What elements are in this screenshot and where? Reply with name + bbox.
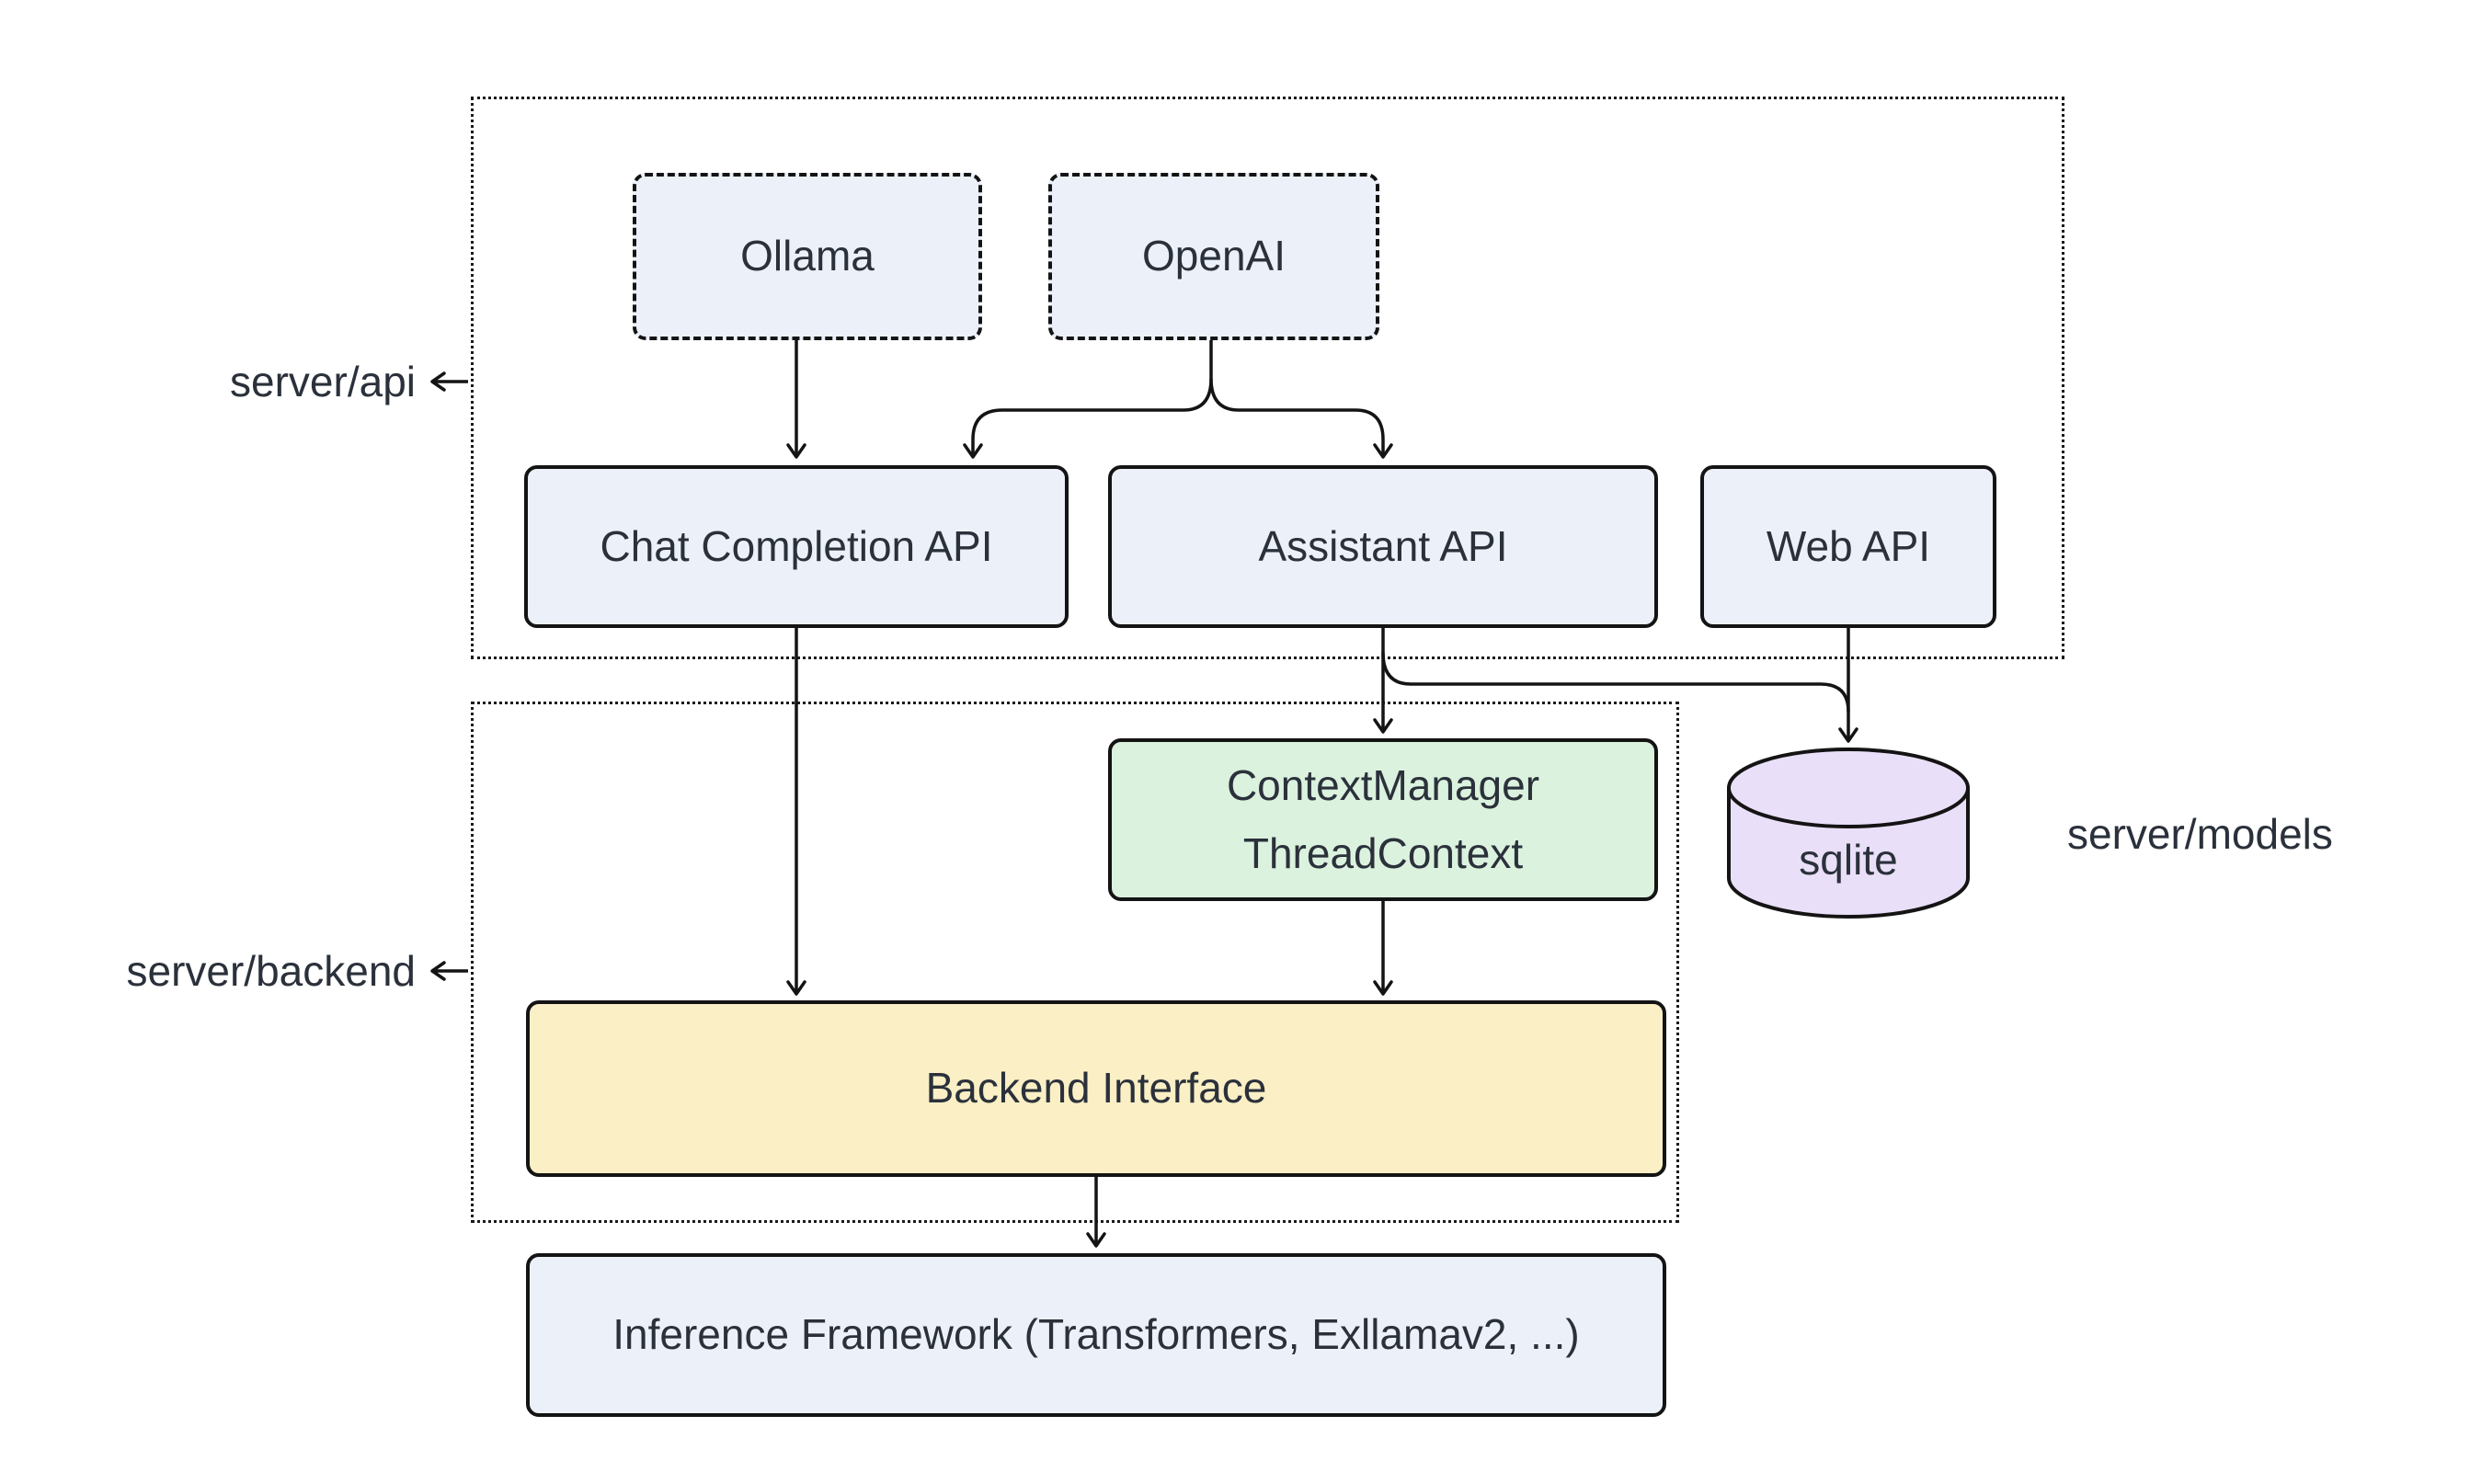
node-backend-interface: Backend Interface [526,1000,1666,1177]
node-assistant-api: Assistant API [1108,465,1658,628]
container-server-api [471,97,2064,659]
node-openai: OpenAI [1048,173,1379,340]
label-server-backend: server/backend [126,947,417,995]
node-chat-completion-api: Chat Completion API [524,465,1069,628]
container-server-backend [471,702,1679,1223]
label-server-models: server/models [2067,810,2333,858]
node-context-manager: ContextManager ThreadContext [1108,738,1658,901]
node-ollama: Ollama [633,173,982,340]
label-server-api: server/api [230,358,416,405]
node-sqlite-label: sqlite [1799,836,1898,884]
sqlite-cylinder-top [1727,748,1970,828]
node-web-api: Web API [1700,465,1996,628]
node-inference-framework: Inference Framework (Transformers, Exlla… [526,1253,1666,1417]
